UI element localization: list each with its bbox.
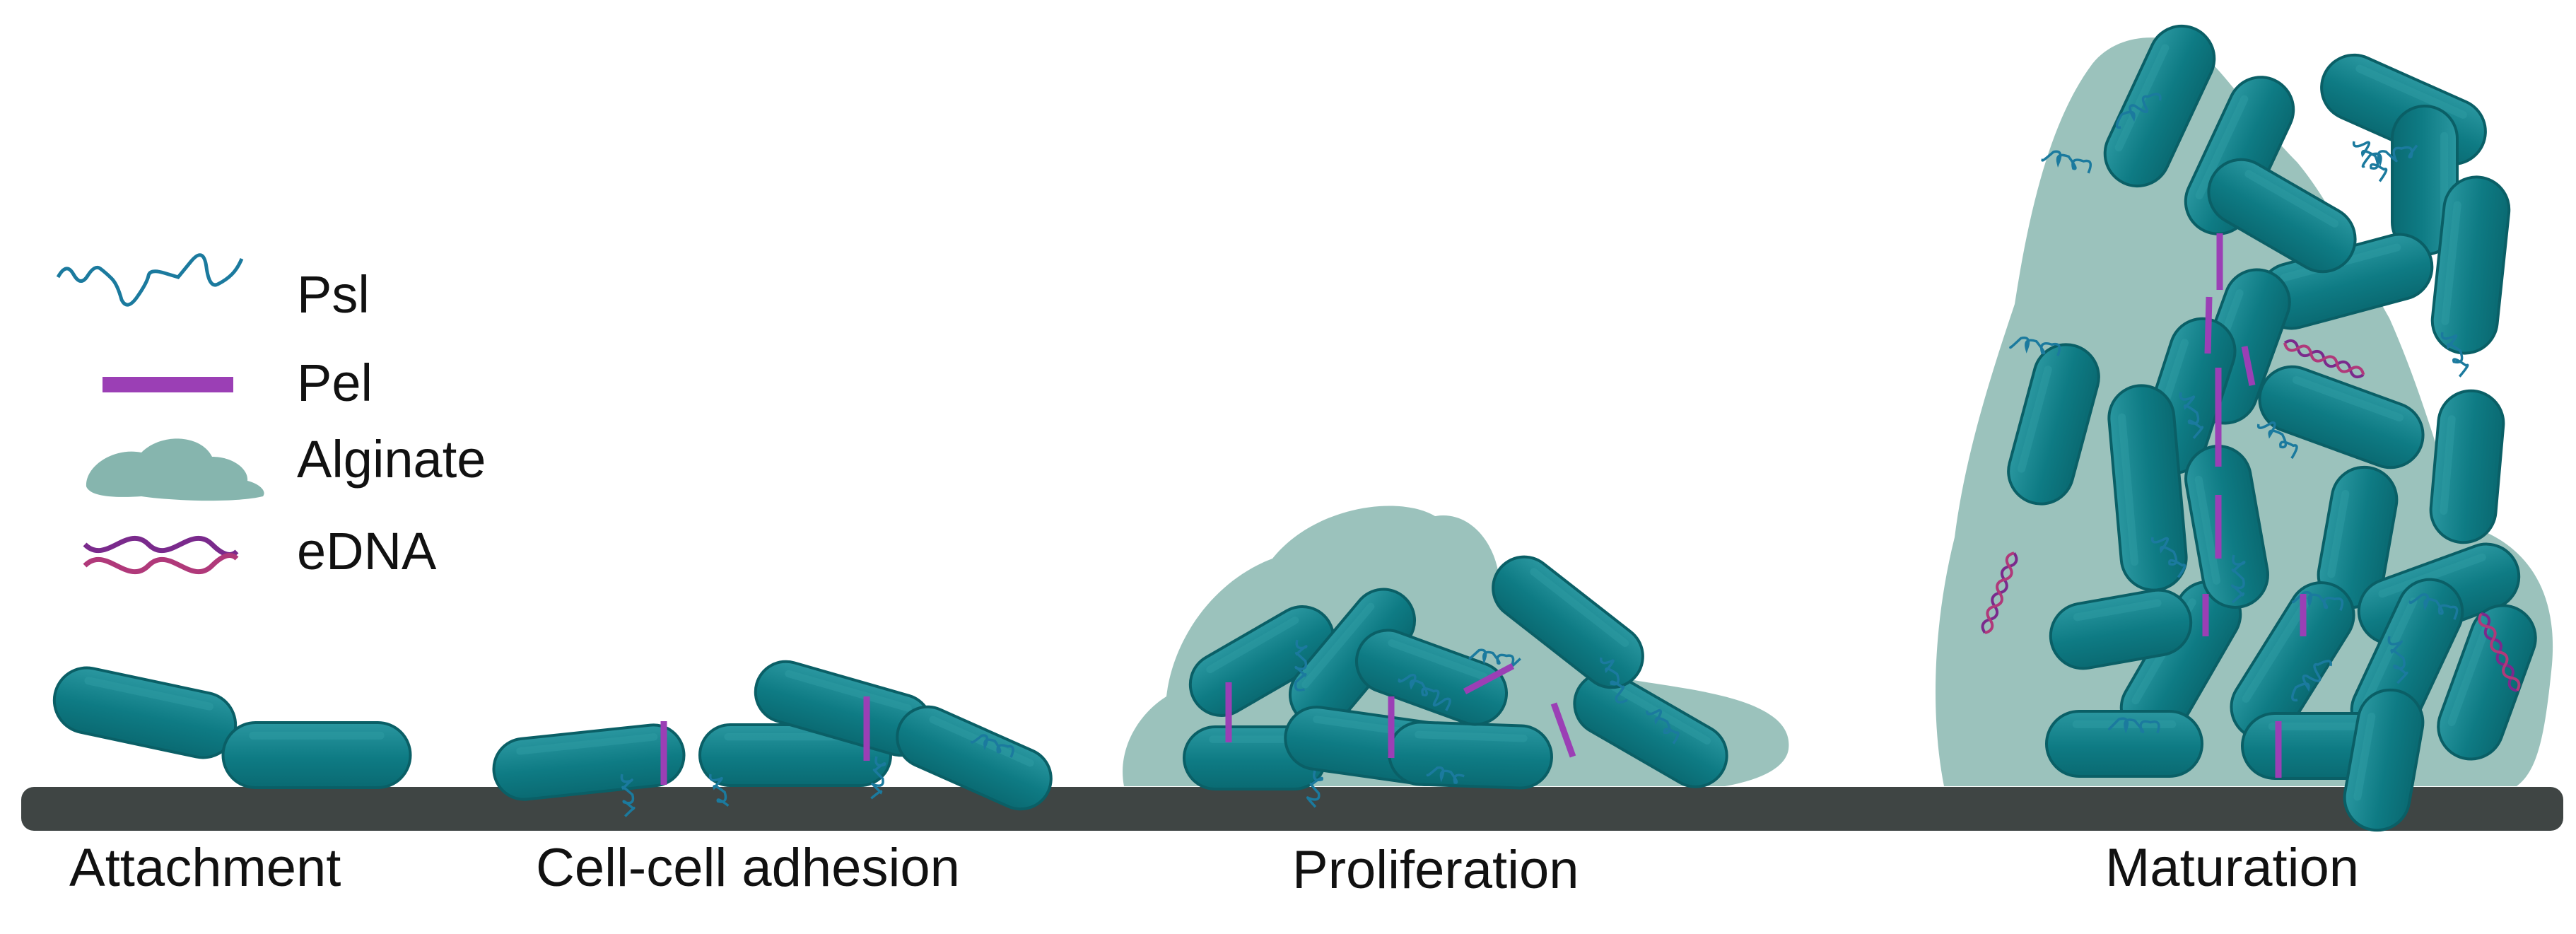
- bacterial-cell: [896, 705, 1053, 811]
- psl-strand: [620, 774, 636, 817]
- psl-strand: [2009, 337, 2061, 356]
- stage-label-maturation: Maturation: [2105, 838, 2359, 898]
- edna-strand: [1981, 551, 2018, 634]
- bacterial-cell: [2317, 465, 2399, 609]
- psl-strand: [2256, 421, 2298, 460]
- psl-strand: [2361, 144, 2418, 168]
- psl-strand: [2291, 660, 2332, 702]
- legend-label-psl: Psl: [297, 265, 370, 324]
- psl-strand: [2230, 554, 2246, 604]
- pel-fiber: [2241, 346, 2256, 386]
- cells-layer: [52, 24, 2537, 832]
- psl-strand: [2352, 141, 2388, 182]
- psl-layer: [620, 93, 2469, 817]
- psl-strand: [2115, 93, 2162, 129]
- psl-strand: [2041, 150, 2092, 174]
- bacterial-cell: [1492, 555, 1644, 689]
- pel-fiber: [2204, 296, 2213, 354]
- alginate-icon: [86, 438, 264, 501]
- psl-strand: [2387, 636, 2408, 684]
- psl-strand: [870, 756, 886, 800]
- psl-strand: [2292, 591, 2344, 611]
- substrate-surface: [21, 787, 2563, 831]
- psl-strand: [2408, 593, 2459, 620]
- pel-layer: [660, 233, 2307, 785]
- psl-strand: [2107, 717, 2160, 734]
- psl-strand: [970, 734, 1014, 758]
- edna-layer: [1981, 339, 2521, 692]
- bacterial-cell: [1354, 629, 1509, 726]
- bacterial-cell: [52, 666, 238, 759]
- psl-strand: [1294, 639, 1308, 691]
- legend: Psl Pel Alginate eDNA: [56, 253, 486, 580]
- psl-strand: [1398, 673, 1451, 711]
- edna-strand: [2283, 339, 2365, 379]
- legend-item-psl: Psl: [56, 253, 370, 324]
- pel-fiber: [1463, 663, 1515, 694]
- bacterial-cell: [492, 723, 686, 801]
- legend-label-alginate: Alginate: [297, 430, 486, 489]
- stage-label-attachment: Attachment: [69, 838, 341, 898]
- pel-icon: [103, 377, 233, 392]
- legend-item-pel: Pel: [103, 354, 373, 412]
- bacterial-cell: [2207, 158, 2357, 274]
- psl-strand: [2440, 332, 2469, 378]
- psl-icon: [56, 253, 244, 307]
- legend-item-edna: eDNA: [83, 522, 437, 580]
- bacterial-cell: [2007, 343, 2100, 506]
- psl-strand: [1599, 657, 1628, 704]
- bacterial-cell: [221, 721, 412, 789]
- psl-strand: [1426, 766, 1465, 784]
- pel-fiber: [1550, 702, 1576, 758]
- psl-strand: [708, 774, 730, 807]
- edna-strand: [2478, 612, 2521, 692]
- bacterial-cell: [2103, 24, 2216, 188]
- legend-label-edna: eDNA: [297, 522, 437, 580]
- psl-strand: [1306, 770, 1323, 808]
- legend-label-pel: Pel: [297, 354, 373, 412]
- stage-label-proliferation: Proliferation: [1292, 840, 1579, 900]
- bacterial-cell: [2429, 389, 2505, 544]
- psl-strand: [1468, 648, 1521, 668]
- bacterial-cell: [2184, 445, 2269, 609]
- psl-strand: [2150, 537, 2186, 578]
- stage-label-cell-cell-adhesion: Cell-cell adhesion: [536, 838, 960, 898]
- bacterial-cell: [2437, 604, 2537, 761]
- bacterial-cell: [2343, 688, 2425, 832]
- legend-item-alginate: Alginate: [86, 430, 486, 501]
- edna-icon: [83, 535, 239, 575]
- bacterial-cell: [1388, 720, 1553, 790]
- bacterial-cell: [2258, 365, 2425, 469]
- psl-strand: [2179, 392, 2204, 439]
- bacterial-cell: [2045, 710, 2203, 778]
- psl-strand: [1646, 709, 1680, 745]
